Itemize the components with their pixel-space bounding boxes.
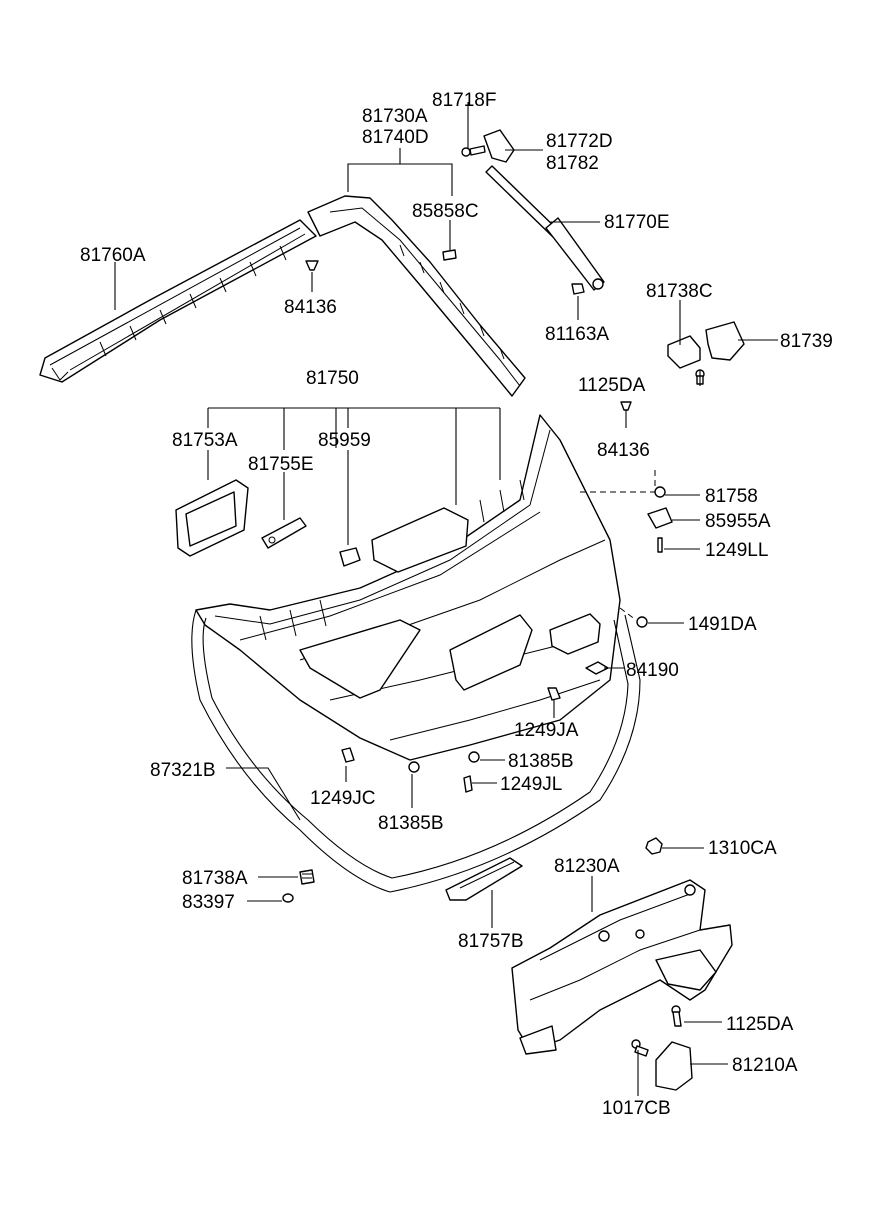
gas-strut-81770E bbox=[485, 165, 605, 291]
label-81385B-lower: 81385B bbox=[378, 813, 444, 834]
latch-81210A bbox=[655, 1041, 693, 1091]
screw-1249LL bbox=[657, 537, 663, 553]
bracket-85955A bbox=[647, 507, 673, 529]
side-trim-81760A bbox=[39, 219, 317, 383]
clip-1491DA bbox=[619, 607, 648, 628]
label-81740D: 81740D bbox=[362, 127, 429, 148]
label-81757B: 81757B bbox=[458, 931, 524, 952]
label-1249LL: 1249LL bbox=[705, 540, 768, 561]
label-81230A: 81230A bbox=[554, 856, 620, 877]
label-81730A: 81730A bbox=[362, 106, 428, 127]
screw-1249JA bbox=[547, 687, 561, 701]
label-84136-lower: 84136 bbox=[597, 440, 650, 461]
nut-81385B-b bbox=[408, 761, 420, 773]
stud-81163A bbox=[571, 283, 585, 295]
plug-83397 bbox=[282, 893, 294, 903]
handle-81755E bbox=[261, 517, 307, 549]
label-1249JL: 1249JL bbox=[500, 774, 562, 795]
leader-lines bbox=[114, 102, 778, 1096]
clip-84136-lower bbox=[620, 401, 632, 411]
label-85959: 85959 bbox=[318, 430, 371, 451]
pillar-trim-81730A bbox=[307, 195, 526, 397]
label-1017CB: 1017CB bbox=[602, 1098, 671, 1119]
label-84190: 84190 bbox=[626, 660, 679, 681]
pad-85959 bbox=[339, 547, 361, 567]
label-81739: 81739 bbox=[780, 331, 833, 352]
nut-81385B-a bbox=[468, 751, 480, 763]
label-1249JC: 1249JC bbox=[310, 788, 376, 809]
tag-85858C bbox=[442, 249, 457, 261]
label-81738C: 81738C bbox=[646, 281, 713, 302]
plate-81757B bbox=[445, 857, 523, 901]
bolt-81718F bbox=[461, 145, 486, 157]
label-1125DA-lower: 1125DA bbox=[726, 1014, 794, 1035]
label-85858C: 85858C bbox=[412, 201, 479, 222]
weatherstrip-87321B bbox=[191, 609, 641, 893]
tailgate-trim-panel-81750 bbox=[195, 414, 621, 761]
bracket-81739 bbox=[705, 321, 745, 361]
nut-1310CA bbox=[645, 837, 663, 855]
label-81755E: 81755E bbox=[248, 454, 314, 475]
label-1310CA: 1310CA bbox=[708, 838, 777, 859]
label-84136-upper: 84136 bbox=[284, 297, 337, 318]
label-81163A: 81163A bbox=[545, 324, 609, 345]
label-81753A: 81753A bbox=[172, 430, 238, 451]
label-87321B: 87321B bbox=[150, 760, 216, 781]
bumper-81738C bbox=[667, 335, 701, 369]
nut-81758 bbox=[580, 470, 666, 498]
label-81738A: 81738A bbox=[182, 868, 248, 889]
frame-81753A bbox=[175, 479, 249, 557]
bumper-81738A bbox=[299, 869, 315, 885]
label-1491DA: 1491DA bbox=[688, 614, 757, 635]
label-81782: 81782 bbox=[546, 153, 599, 174]
label-81750: 81750 bbox=[306, 368, 359, 389]
label-81718F: 81718F bbox=[432, 90, 496, 111]
label-81772D: 81772D bbox=[546, 131, 613, 152]
bracket-81772D bbox=[483, 129, 515, 163]
label-81385B-right: 81385B bbox=[508, 751, 574, 772]
label-81760A: 81760A bbox=[80, 245, 146, 266]
bolt-1125DA-lower bbox=[671, 1005, 682, 1027]
label-1249JA: 1249JA bbox=[514, 720, 579, 741]
label-81210A: 81210A bbox=[732, 1055, 798, 1076]
screw-1249JC bbox=[341, 747, 355, 763]
label-1125DA-upper: 1125DA bbox=[578, 375, 646, 396]
bolt-1017CB bbox=[631, 1039, 649, 1057]
label-81758: 81758 bbox=[705, 486, 758, 507]
label-81770E: 81770E bbox=[604, 212, 670, 233]
screw-1249JL bbox=[463, 775, 473, 793]
part-labels: 81730A 81740D 81718F 81772D 81782 85858C… bbox=[80, 90, 833, 1119]
label-85955A: 85955A bbox=[705, 511, 771, 532]
clip-84136-upper bbox=[305, 260, 319, 271]
label-83397: 83397 bbox=[182, 892, 235, 913]
latch-assembly-81230A bbox=[511, 879, 733, 1055]
